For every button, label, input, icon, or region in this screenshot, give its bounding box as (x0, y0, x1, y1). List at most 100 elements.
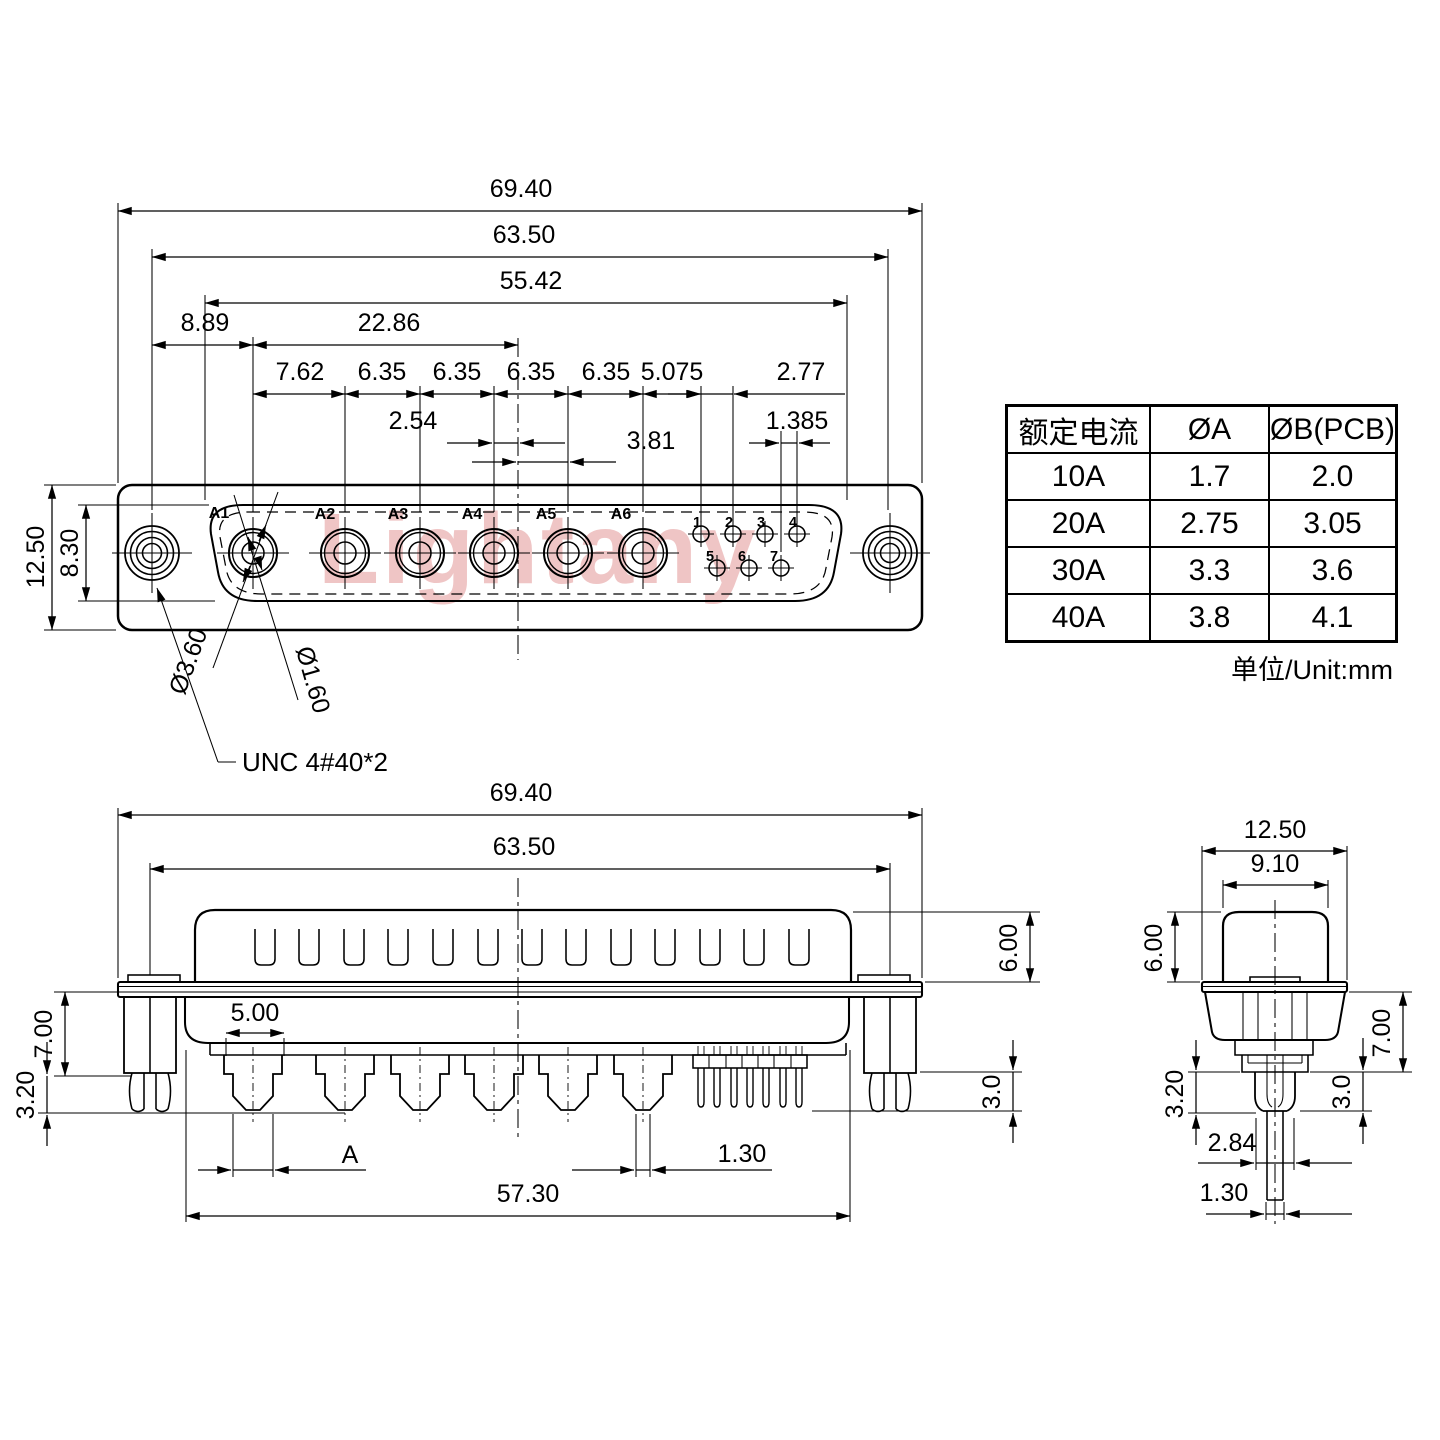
dim-762: 7.62 (276, 358, 325, 386)
dim-635-1: 6.35 (358, 358, 407, 386)
col-dia-a: ØA (1149, 404, 1270, 454)
dim-1385: 1.385 (766, 407, 829, 435)
table-row: 30A 3.3 3.6 (1005, 546, 1398, 595)
callout-pin-dia: Ø1.60 (290, 643, 336, 716)
cell-a-40a: 3.8 (1149, 593, 1270, 643)
table-row: 40A 3.8 4.1 (1005, 593, 1398, 643)
side-signal-pins (692, 1046, 808, 1108)
label-a5: A5 (536, 506, 557, 523)
dim-side-600: 6.00 (995, 924, 1023, 973)
cell-b-20a: 3.05 (1268, 499, 1398, 548)
cell-a-30a: 3.3 (1149, 546, 1270, 595)
dim-end-320: 3.20 (1161, 1070, 1189, 1119)
dim-end-700: 7.00 (1368, 1009, 1396, 1058)
cell-a-10a: 1.7 (1149, 452, 1270, 501)
table-row: 10A 1.7 2.0 (1005, 452, 1398, 501)
end-strip (1234, 1040, 1314, 1056)
dim-635-2: 6.35 (433, 358, 482, 386)
side-leg-left (123, 996, 177, 1113)
dim-side-5730: 57.30 (497, 1180, 560, 1208)
dim-side-320: 3.20 (12, 1071, 40, 1120)
dim-side-mountspan: 63.50 (493, 833, 556, 861)
dim-end-284: 2.84 (1208, 1129, 1257, 1157)
label-pin7: 7 (770, 549, 778, 565)
side-flange (116, 980, 924, 999)
cell-current-40a: 40A (1005, 593, 1151, 643)
dim-end-130: 1.30 (1200, 1179, 1249, 1207)
dim-side-700: 7.00 (30, 1010, 58, 1059)
end-view: 12.50 9.10 6.00 7.00 3.20 3.0 2.84 1.30 (1140, 816, 1412, 1224)
power-contacts (217, 517, 679, 589)
dim-5075: 5.075 (641, 358, 704, 386)
dim-d-opening: 55.42 (500, 267, 563, 295)
dim-889: 8.89 (181, 309, 230, 337)
side-insulator (183, 997, 851, 1045)
cell-a-20a: 2.75 (1149, 499, 1270, 548)
spec-table: 额定电流 ØA ØB(PCB) 10A 1.7 2.0 20A 2.75 3.0… (1005, 404, 1399, 643)
signal-contacts (688, 521, 810, 581)
cell-current-10a: 10A (1005, 452, 1151, 501)
contact-a1 (217, 517, 289, 589)
side-shell-slots (254, 929, 810, 966)
dim-overall-height: 12.50 (22, 526, 50, 589)
contact-a3 (384, 517, 456, 589)
face-flange-outline (116, 483, 924, 632)
label-a2: A2 (315, 506, 336, 523)
cell-b-30a: 3.6 (1268, 546, 1398, 595)
contact-a5 (532, 517, 604, 589)
contact-a2 (309, 517, 381, 589)
dim-635-4: 6.35 (582, 358, 631, 386)
dim-mount-span: 63.50 (493, 221, 556, 249)
dim-end-600: 6.00 (1140, 924, 1168, 973)
dim-end-30: 3.0 (1328, 1075, 1356, 1110)
label-pin5: 5 (706, 549, 714, 565)
side-leg-right (863, 996, 917, 1113)
dim-254: 2.54 (389, 407, 438, 435)
label-pin6: 6 (738, 549, 746, 565)
contact-a6 (607, 517, 679, 589)
dim-side-30: 3.0 (978, 1075, 1006, 1110)
col-rated-current: 额定电流 (1005, 404, 1151, 454)
dim-277: 2.77 (777, 358, 826, 386)
cell-current-20a: 20A (1005, 499, 1151, 548)
contact-a4 (458, 517, 530, 589)
callout-hole-dia: Ø3.60 (164, 624, 214, 698)
label-a1: A1 (209, 505, 230, 522)
cell-b-10a: 2.0 (1268, 452, 1398, 501)
cell-b-40a: 4.1 (1268, 593, 1398, 643)
side-tab-right (857, 974, 911, 983)
label-a3: A3 (388, 506, 409, 523)
dim-end-1250: 12.50 (1244, 816, 1307, 844)
label-pin1: 1 (693, 515, 701, 531)
d-shell-inner-dashed (218, 511, 834, 595)
mount-hole-right (850, 513, 930, 593)
side-shell (193, 908, 853, 982)
dim-side-A: A (342, 1141, 359, 1169)
dim-end-910: 9.10 (1251, 850, 1300, 878)
dim-635-3: 6.35 (507, 358, 556, 386)
dim-side-500: 5.00 (231, 999, 280, 1027)
callout-leaders (156, 491, 299, 763)
dim-side-overall: 69.40 (490, 779, 553, 807)
side-power-pins (223, 1047, 673, 1122)
side-strip (209, 1043, 847, 1056)
front-view: 69.40 63.50 55.42 8.89 22.86 7.62 6.35 6… (22, 175, 930, 777)
dim-side-130: 1.30 (718, 1140, 767, 1168)
cell-current-30a: 30A (1005, 546, 1151, 595)
label-a4: A4 (462, 506, 483, 523)
label-pin3: 3 (757, 515, 765, 531)
dim-2286: 22.86 (358, 309, 421, 337)
side-tab-left (127, 974, 181, 983)
label-pin4: 4 (789, 515, 797, 531)
dim-381: 3.81 (627, 427, 676, 455)
dim-d-height: 8.30 (56, 529, 84, 578)
label-a6: A6 (611, 506, 632, 523)
table-row: 20A 2.75 3.05 (1005, 499, 1398, 548)
mount-hole-left (112, 513, 192, 593)
side-view: 69.40 63.50 5.00 7.00 3.20 6.00 3.0 A 1.… (12, 779, 1040, 1222)
d-shell-outline (209, 503, 843, 603)
label-pin2: 2 (725, 515, 733, 531)
callout-unc-thread: UNC 4#40*2 (242, 747, 388, 777)
